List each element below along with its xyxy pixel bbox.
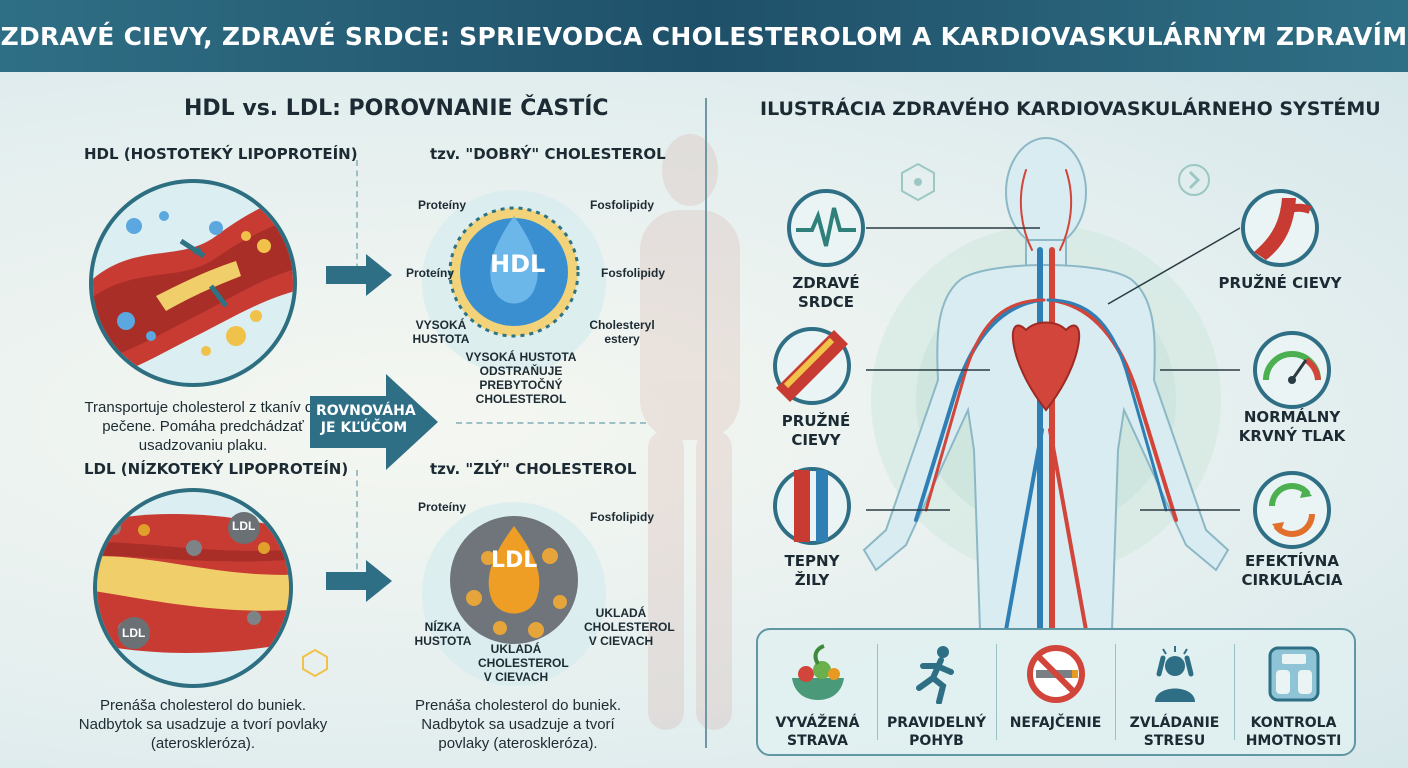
callout-elastic-vessels-top: PRUŽNÉ CIEVY: [1218, 274, 1342, 292]
ldl-particle-illustration: [422, 502, 606, 686]
lifestyle-non-smoking: NEFAJČENIE: [996, 630, 1115, 754]
lifestyle-separator: [1234, 644, 1235, 740]
ldl-heading: LDL (NÍZKOTEKÝ LIPOPROTEÍN): [84, 460, 349, 478]
ldl-vessel-illustration: [93, 488, 293, 688]
lifestyle-weight-control: KONTROLA HMOTNOSTI: [1234, 630, 1353, 754]
lifestyle-separator: [1115, 644, 1116, 740]
divider-dashed-horizontal: [456, 422, 646, 424]
lifestyle-label-weight: KONTROLA HMOTNOSTI: [1245, 715, 1342, 749]
heartbeat-icon: [787, 189, 865, 267]
stress-icon: [1155, 646, 1195, 702]
hdl-label-proteins-mid: Proteíny: [406, 266, 455, 280]
hdl-label-phospho-mid: Fosfolipidy: [601, 266, 665, 280]
section-title-comparison: HDL vs. LDL: POROVNANIE ČASTÍC: [184, 96, 609, 121]
header-bar: ZDRAVÉ CIEVY, ZDRAVÉ SRDCE: SPRIEVODCA C…: [0, 0, 1408, 72]
callout-normal-blood-pressure: NORMÁLNY KRVNÝ TLAK: [1238, 408, 1346, 445]
arrow-hdl-icon: [326, 254, 392, 296]
vessel-icon: [1241, 189, 1319, 267]
hdl-good-badge: tzv. "DOBRÝ" CHOLESTEROL: [430, 145, 666, 163]
lifestyle-label-nonsmoking: NEFAJČENIE: [1009, 715, 1102, 731]
arrow-ldl-icon: [326, 560, 392, 602]
lifestyle-stress-management: ZVLÁDANIE STRESU: [1115, 630, 1234, 754]
divider-dashed-top: [356, 160, 358, 280]
ldl-vessel-label-2: LDL: [122, 626, 146, 640]
balance-label: ROVNOVÁHA JE KĽÚČOM: [316, 403, 416, 436]
lifestyle-separator: [996, 644, 997, 740]
chevron-right-icon: [1178, 164, 1210, 196]
running-icon: [916, 646, 954, 704]
section-title-cardio: ILUSTRÁCIA ZDRAVÉHO KARDIOVASKULÁRNEHO S…: [760, 98, 1381, 120]
ldl-label-phospho: Fosfolipidy: [590, 510, 654, 524]
human-body-illustration: [862, 137, 1230, 630]
hexagon-icon: [302, 648, 328, 678]
page-title: ZDRAVÉ CIEVY, ZDRAVÉ SRDCE: SPRIEVODCA C…: [0, 21, 1408, 51]
lifestyle-label-stress: ZVLÁDANIE STRESU: [1129, 715, 1220, 749]
lifestyle-separator: [877, 644, 878, 740]
callout-elastic-vessels-left: PRUŽNÉ CIEVY: [781, 412, 851, 449]
balance-arrow-icon: [310, 374, 438, 470]
hdl-vessel-illustration: [89, 179, 297, 387]
food-icon: [792, 644, 844, 700]
ldl-particle-label: LDL: [491, 548, 538, 573]
ldl-label-deposits-right: UKLADÁ CHOLESTEROL V CIEVACH: [584, 606, 675, 648]
molecule-icon: [901, 162, 935, 202]
hdl-label-phospho-top: Fosfolipidy: [590, 198, 654, 212]
lifestyle-balanced-diet: VYVÁŽENÁ STRAVA: [758, 630, 877, 754]
hdl-particle-illustration: [422, 190, 606, 370]
lifestyle-label-exercise: PRAVIDELNÝ POHYB: [887, 715, 986, 749]
hdl-description: Transportuje cholesterol z tkanív do peč…: [84, 399, 322, 454]
lifestyle-panel: VYVÁŽENÁ STRAVA PRAVIDELNÝ POHYB NEFAJČE…: [756, 628, 1356, 756]
callout-connectors: [866, 227, 1241, 511]
ldl-description-2: Prenáša cholesterol do buniek. Nadbytok …: [415, 697, 621, 752]
hdl-heading: HDL (HOSTOTEKÝ LIPOPROTEÍN): [84, 145, 358, 163]
callout-arteries-veins: TEPNY ŽILY: [784, 552, 840, 589]
ldl-bad-badge: tzv. "ZLÝ" CHOLESTEROL: [430, 460, 637, 478]
gauge-icon: [1253, 331, 1331, 409]
ldl-label-proteins: Proteíny: [418, 500, 467, 514]
ldl-label-deposits-bottom: UKLADÁ CHOLESTEROL V CIEVACH: [478, 642, 569, 684]
divider-dashed-bottom: [356, 470, 358, 590]
background-body-silhouette: [640, 134, 740, 730]
hdl-label-proteins-top: Proteíny: [418, 198, 467, 212]
hdl-label-density: VYSOKÁ HUSTOTA: [412, 318, 470, 346]
circulation-icon: [1253, 471, 1331, 549]
hdl-label-caption: VYSOKÁ HUSTOTA ODSTRAŇUJE PREBYTOČNÝ CHO…: [465, 350, 577, 406]
ldl-description: Prenáša cholesterol do buniek. Nadbytok …: [78, 697, 328, 752]
artery-vein-icon: [773, 467, 851, 545]
scale-icon: [1268, 646, 1320, 702]
lifestyle-regular-exercise: PRAVIDELNÝ POHYB: [877, 630, 996, 754]
no-smoking-icon: [1027, 645, 1085, 703]
hdl-label-esters: Cholesteryl estery: [589, 318, 655, 346]
ldl-vessel-label-1: LDL: [232, 519, 256, 533]
vessel-icon-2: [773, 327, 851, 405]
callout-healthy-heart: ZDRAVÉ SRDCE: [792, 274, 860, 311]
callout-effective-circulation: EFEKTÍVNA CIRKULÁCIA: [1241, 552, 1343, 589]
hdl-particle-label: HDL: [490, 250, 546, 278]
lifestyle-label-diet: VYVÁŽENÁ STRAVA: [775, 715, 860, 749]
section-divider: [705, 98, 707, 748]
ldl-label-density: NÍZKA HUSTOTA: [414, 620, 472, 648]
